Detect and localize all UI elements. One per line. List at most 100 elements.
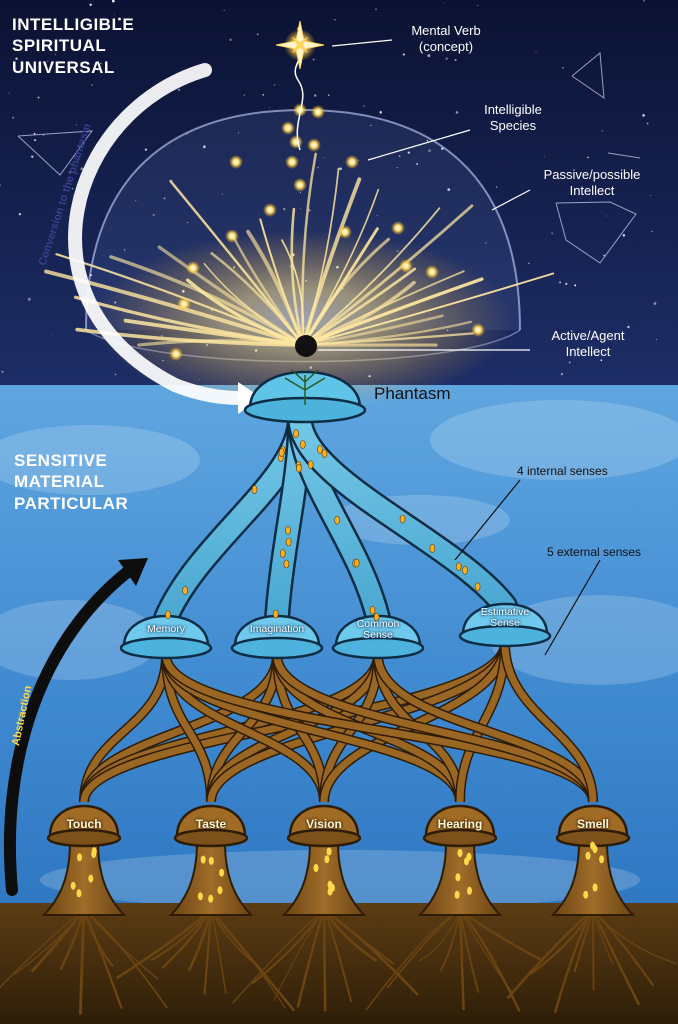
root bbox=[592, 909, 677, 965]
external-sense-label: Smell bbox=[576, 817, 609, 831]
star bbox=[15, 57, 18, 60]
species-dot bbox=[345, 155, 359, 169]
internal-sense-rim bbox=[331, 636, 425, 660]
phantasm-branch bbox=[289, 407, 516, 617]
star bbox=[8, 92, 10, 94]
gold-speck bbox=[299, 440, 306, 449]
star bbox=[323, 157, 325, 159]
star bbox=[426, 140, 429, 142]
gold-speck bbox=[182, 586, 188, 595]
star bbox=[111, 0, 115, 3]
gold-speck bbox=[592, 883, 598, 892]
star bbox=[535, 51, 537, 53]
star bbox=[18, 213, 22, 216]
star bbox=[455, 111, 459, 114]
trunk bbox=[41, 841, 127, 916]
root bbox=[83, 909, 168, 1009]
star bbox=[203, 145, 206, 149]
star bbox=[375, 8, 377, 10]
star bbox=[51, 334, 53, 336]
star bbox=[396, 167, 398, 169]
tree-branches bbox=[79, 642, 598, 804]
species-dot bbox=[311, 105, 325, 119]
gold-speck bbox=[279, 549, 286, 558]
gold-speck bbox=[77, 853, 82, 862]
star bbox=[114, 373, 117, 376]
internal-sense-label: Imagination bbox=[232, 623, 322, 635]
light-ray bbox=[302, 270, 465, 346]
root bbox=[506, 909, 594, 1000]
star bbox=[402, 53, 405, 56]
bottom-heading: SENSITIVE MATERIAL PARTICULAR bbox=[14, 450, 128, 514]
star bbox=[1, 370, 4, 373]
gold-speck bbox=[88, 874, 94, 883]
species-dot bbox=[225, 229, 239, 243]
light-ray bbox=[301, 267, 416, 347]
gold-speck bbox=[76, 889, 82, 898]
root bbox=[591, 909, 641, 1006]
star bbox=[445, 57, 448, 60]
internal-sense-label-line: Sense bbox=[490, 617, 520, 630]
light-ray bbox=[185, 278, 305, 347]
gold-speck bbox=[462, 565, 468, 575]
species-dot bbox=[289, 135, 303, 149]
external-sense-label: Hearing bbox=[437, 817, 483, 831]
internal-sense-domes bbox=[119, 602, 552, 660]
gold-speck bbox=[321, 449, 328, 458]
light-ray bbox=[301, 152, 317, 347]
gold-speck bbox=[197, 892, 203, 901]
star bbox=[229, 38, 232, 41]
species-dot bbox=[391, 221, 405, 235]
star bbox=[71, 187, 74, 190]
star bbox=[134, 199, 137, 202]
species-dot bbox=[471, 323, 485, 337]
gold-speck bbox=[91, 847, 97, 856]
gold-speck bbox=[208, 894, 214, 903]
internal-sense-label-line: Sense bbox=[363, 629, 393, 642]
root bbox=[231, 909, 325, 1004]
internal-sense-label-line: Memory bbox=[147, 623, 185, 635]
species-dot bbox=[263, 203, 277, 217]
star bbox=[627, 325, 630, 329]
phantasm-branches bbox=[153, 405, 518, 631]
gold-speck bbox=[293, 429, 299, 439]
star bbox=[650, 195, 651, 196]
light-ray bbox=[259, 218, 304, 346]
internal-sense-rim bbox=[230, 636, 324, 660]
external-sense-cap bbox=[48, 804, 120, 838]
gold-speck bbox=[353, 558, 360, 568]
gold-speck bbox=[399, 514, 406, 524]
mental-verb-star-icon bbox=[275, 20, 325, 70]
passive-intellect-label: Passive/possible Intellect bbox=[522, 167, 662, 200]
star bbox=[560, 372, 564, 376]
star bbox=[339, 167, 342, 171]
star bbox=[653, 302, 657, 305]
soil-ground bbox=[0, 903, 678, 1024]
star bbox=[407, 151, 411, 154]
star bbox=[171, 179, 173, 181]
active-intellect-point bbox=[295, 335, 317, 357]
gold-speck bbox=[251, 485, 258, 494]
intelligible-species-line-1: Intelligible bbox=[484, 102, 542, 117]
gold-speck bbox=[296, 463, 302, 473]
star bbox=[491, 121, 492, 123]
gold-speck bbox=[455, 562, 462, 572]
star bbox=[543, 156, 545, 158]
mental-verb-line-1: Mental Verb bbox=[411, 23, 481, 38]
passive-intellect-line-2: Intellect bbox=[569, 183, 615, 199]
star bbox=[152, 213, 155, 216]
gold-speck bbox=[313, 864, 319, 872]
external-sense-rim bbox=[46, 828, 122, 848]
abstraction-arrow bbox=[3, 564, 136, 896]
root bbox=[82, 909, 123, 1009]
star bbox=[327, 94, 330, 97]
tree-branch bbox=[501, 642, 597, 803]
root bbox=[210, 909, 296, 1012]
star bbox=[559, 281, 562, 284]
gold-speck bbox=[592, 845, 598, 854]
gold-speck bbox=[466, 852, 472, 861]
tree-branch bbox=[374, 654, 597, 803]
gold-speck bbox=[208, 856, 214, 865]
light-ray bbox=[301, 177, 362, 347]
